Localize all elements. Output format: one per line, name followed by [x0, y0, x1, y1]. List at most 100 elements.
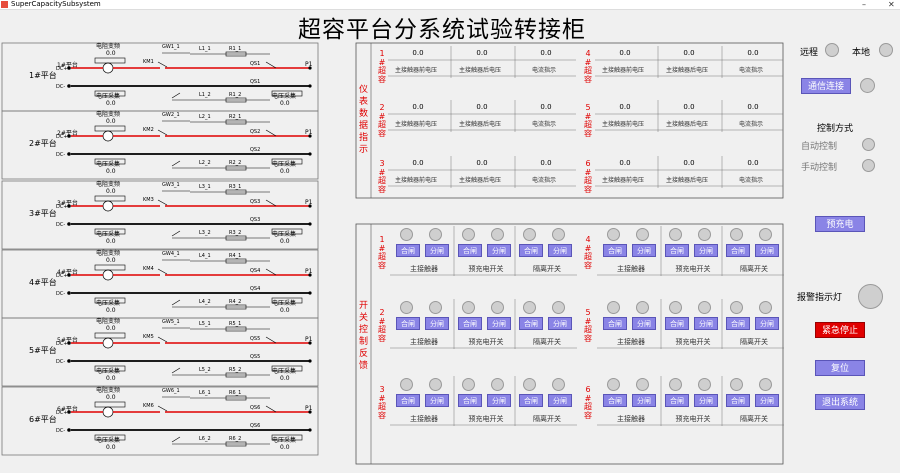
km-label: KM1	[143, 59, 154, 65]
close-button[interactable]: 合闸	[726, 394, 750, 407]
terminal-dot	[67, 410, 71, 414]
open-button[interactable]: 分闸	[487, 317, 511, 330]
open-button[interactable]: 分闸	[694, 317, 718, 330]
minimize-icon[interactable]: –	[862, 0, 866, 9]
meter-value: 0.0	[540, 159, 552, 167]
qs-label-2: QS3	[250, 217, 260, 223]
close-button[interactable]: 合闸	[519, 317, 543, 330]
open-button[interactable]: 分闸	[425, 394, 449, 407]
dc-plus-label: 4#平台	[57, 268, 78, 276]
close-button[interactable]: 合闸	[665, 317, 689, 330]
meter-value: 0.0	[619, 159, 631, 167]
switch-label: 隔离开关	[740, 338, 768, 346]
km-label: KM3	[143, 197, 154, 203]
open-button[interactable]: 分闸	[425, 317, 449, 330]
open-button[interactable]: 分闸	[487, 394, 511, 407]
open-button[interactable]: 分闸	[632, 394, 656, 407]
km-switch	[157, 199, 168, 206]
meter-box	[94, 297, 126, 304]
close-button[interactable]: 合闸	[603, 244, 627, 257]
exit-system-button[interactable]: 退出系统	[815, 394, 865, 410]
close-button[interactable]: 合闸	[603, 394, 627, 407]
status-led-open	[552, 228, 565, 241]
close-button[interactable]: 合闸	[458, 317, 482, 330]
open-button[interactable]: 分闸	[632, 317, 656, 330]
control-mode-label: 控制方式	[817, 124, 854, 134]
close-button[interactable]: 合闸	[603, 317, 627, 330]
platform-panel	[1, 110, 319, 180]
switch-label: 预充电开关	[675, 338, 711, 346]
capacitor-label: 1#超容	[378, 49, 386, 84]
close-button[interactable]: 合闸	[519, 244, 543, 257]
window-title: SuperCapacitySubsystem	[11, 0, 101, 8]
platform-label: 6#平台	[29, 414, 57, 424]
switch-label: 预充电开关	[468, 415, 504, 423]
meter-param-label: 主接触器前电压	[394, 121, 437, 128]
open-button[interactable]: 分闸	[632, 244, 656, 257]
terminal-dot	[67, 204, 71, 208]
meter-value-bottom: 0.0	[106, 375, 116, 382]
terminal-dot	[308, 273, 312, 277]
terminal-dot	[67, 273, 71, 277]
status-led-close	[400, 378, 413, 391]
open-button[interactable]: 分闸	[755, 244, 779, 257]
open-button[interactable]: 分闸	[694, 394, 718, 407]
manual-control-option[interactable]: 手动控制	[801, 163, 838, 173]
comm-connect-button[interactable]: 通信连接	[801, 78, 851, 94]
output-label: P1	[305, 268, 313, 275]
open-button[interactable]: 分闸	[548, 394, 572, 407]
close-button[interactable]: 合闸	[396, 394, 420, 407]
dc-plus-label: DC+	[56, 204, 68, 210]
meter-param-label: 主接触器前电压	[601, 67, 644, 74]
meter-value: 0.0	[412, 49, 424, 57]
meter-box	[271, 228, 303, 235]
capacitor-label: 6#超容	[584, 385, 592, 420]
meter-value: 0.0	[476, 49, 488, 57]
open-button[interactable]: 分闸	[548, 244, 572, 257]
open-button[interactable]: 分闸	[694, 244, 718, 257]
open-button[interactable]: 分闸	[755, 394, 779, 407]
capacitor-label: 5#超容	[584, 308, 592, 343]
dc-minus-label: DC-	[56, 222, 65, 228]
capacitor-label: 2#超容	[378, 103, 386, 138]
qs-label-2: QS5	[250, 354, 260, 360]
open-button[interactable]: 分闸	[487, 244, 511, 257]
platform-panel	[1, 317, 319, 387]
close-button[interactable]: 合闸	[396, 317, 420, 330]
open-button[interactable]: 分闸	[548, 317, 572, 330]
meter-box	[94, 332, 126, 339]
switch-label: 主接触器	[410, 265, 438, 273]
close-icon[interactable]: ✕	[888, 0, 895, 9]
auto-control-option[interactable]: 自动控制	[801, 142, 838, 152]
open-button[interactable]: 分闸	[425, 244, 449, 257]
close-button[interactable]: 合闸	[519, 394, 543, 407]
close-button[interactable]: 合闸	[396, 244, 420, 257]
terminal-dot	[308, 428, 312, 432]
reset-button[interactable]: 复位	[815, 360, 865, 376]
terminal-dot	[67, 84, 71, 88]
meter-box	[271, 158, 303, 165]
close-button[interactable]: 合闸	[726, 317, 750, 330]
platform-label: 4#平台	[29, 277, 57, 287]
title-bar: SuperCapacitySubsystem – ✕	[0, 0, 900, 10]
inductor-label: L6_1	[199, 390, 211, 396]
breaker-circle	[102, 62, 114, 74]
close-button[interactable]: 合闸	[665, 244, 689, 257]
close-button[interactable]: 合闸	[458, 394, 482, 407]
open-button[interactable]: 分闸	[755, 317, 779, 330]
terminal-dot	[308, 341, 312, 345]
meter-value-top: 0.0	[106, 325, 116, 332]
meter-param-label: 主接触器后电压	[665, 67, 708, 74]
emergency-stop-button[interactable]: 紧急停止	[815, 322, 865, 338]
status-led-open	[759, 301, 772, 314]
dc-minus-label: DC-	[56, 152, 65, 158]
status-led-open	[636, 301, 649, 314]
qs-switch	[265, 129, 277, 137]
meter-value: 0.0	[619, 103, 631, 111]
precharge-button[interactable]: 预充电	[815, 216, 865, 232]
close-button[interactable]: 合闸	[665, 394, 689, 407]
close-button[interactable]: 合闸	[458, 244, 482, 257]
switch-label: 主接触器	[410, 338, 438, 346]
close-button[interactable]: 合闸	[726, 244, 750, 257]
